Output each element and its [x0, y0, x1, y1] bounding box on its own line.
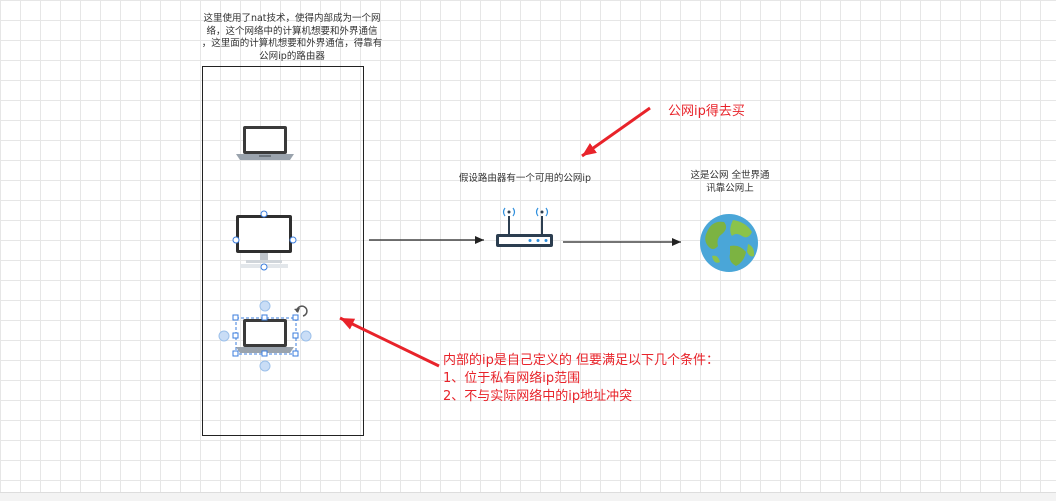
- buy-ip-arrow: [581, 106, 651, 158]
- laptop-icon[interactable]: [218, 300, 312, 372]
- canvas-bottom-edge: [0, 492, 1056, 501]
- requirements-arrow: [339, 316, 440, 368]
- internal-network-box[interactable]: [202, 66, 364, 436]
- requirement-item: 1、位于私有网络ip范围: [443, 371, 581, 386]
- internet-label: 这是公网 全世界通 讯靠公网上: [690, 170, 770, 194]
- buy-public-ip-note: 公网ip得去买: [668, 104, 745, 119]
- globe-icon[interactable]: [700, 214, 758, 272]
- requirement-item: 2、不与实际网络中的ip地址冲突: [443, 389, 633, 404]
- laptop-icon[interactable]: [236, 126, 294, 160]
- nat-note-text: 这里使用了nat技术，使得内部成为一个网 络，这个网络中的计算机想要和外界通信 …: [201, 13, 383, 62]
- router-label: 假设路由器有一个可用的公网ip: [458, 173, 592, 184]
- requirements-title: 内部的ip是自己定义的 但要满足以下几个条件：: [443, 353, 719, 368]
- wifi-router-icon[interactable]: [496, 207, 553, 247]
- private-ip-requirements: 内部的ip是自己定义的 但要满足以下几个条件： 1、位于私有网络ip范围 2、不…: [443, 352, 719, 406]
- desktop-monitor-icon[interactable]: [232, 210, 297, 271]
